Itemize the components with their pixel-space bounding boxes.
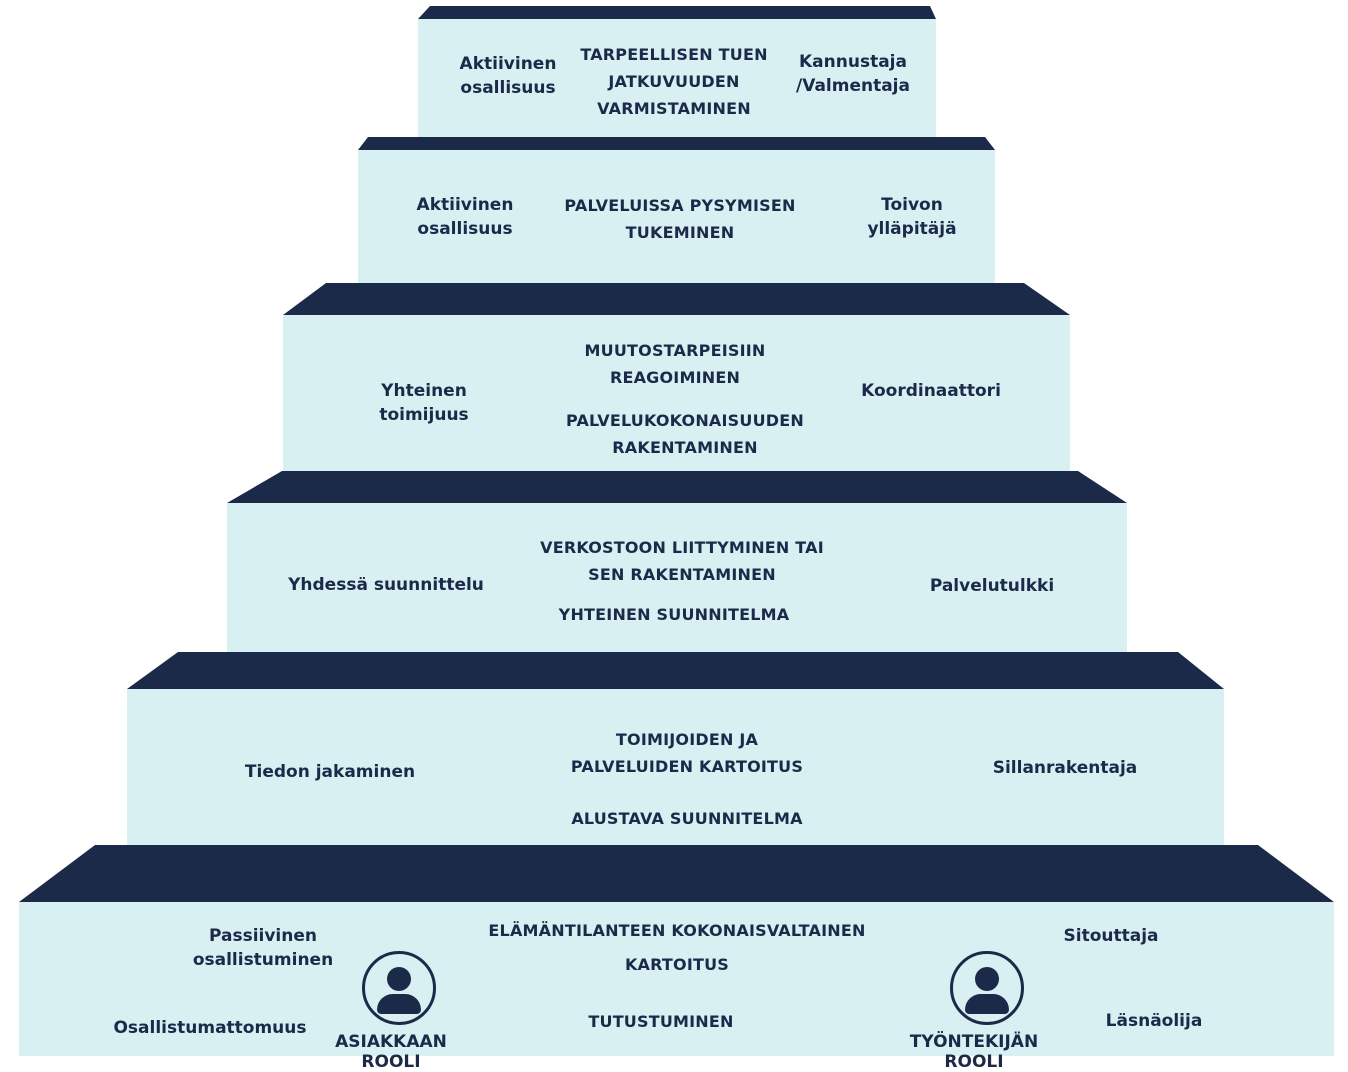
client-avatar-head [387,967,411,991]
step1-client-role: Aktiivinen osallisuus [459,54,557,98]
step-5-face [127,689,1224,845]
worker-avatar-body [965,994,1009,1014]
step-5-tread [127,652,1224,689]
step3-client-role: Yhteinen toimijuus [379,381,469,425]
client-avatar-body [377,994,421,1014]
step-3-tread [283,283,1070,315]
step2-worker-role: Toivon ylläpitäjä [867,195,957,239]
step-6-tread [19,845,1334,902]
step5-phase: TOIMIJOIDEN JA PALVELUIDEN KARTOITUS [570,730,804,776]
client-person-icon [362,951,436,1025]
step-1-tread [418,6,936,19]
worker-person-icon [950,951,1024,1025]
step-4-tread [227,471,1127,503]
step6-phase: ELÄMÄNTILANTEEN KOKONAISVALTAINEN [488,921,866,940]
step-3-face [283,315,1070,471]
step2-phase: PALVELUISSA PYSYMISEN TUKEMINEN [564,196,796,242]
step4-worker-role: Palvelutulkki [929,576,1055,596]
step6-worker-role-bottom: Läsnäolija [1105,1011,1203,1031]
step6-worker-role-top: Sitouttaja [1063,926,1159,946]
step5-client-role: Tiedon jakaminen [244,762,416,782]
step6-phase-2: TUTUSTUMINEN [588,1012,734,1031]
step-2-face [358,150,995,283]
step3-phase: MUUTOSTARPEISIIN REAGOIMINEN [584,341,766,387]
step4-phase: VERKOSTOON LIITTYMINEN TAI SEN RAKENTAMI… [540,538,824,584]
step5-phase-2: ALUSTAVA SUUNNITELMA [571,809,803,828]
step4-phase-2: YHTEINEN SUUNNITELMA [558,605,790,624]
step-1-face [418,19,936,137]
step4-client-role: Yhdessä suunnittelu [288,575,484,595]
step6-client-role-bottom: Osallistumattomuus [113,1018,307,1038]
worker-avatar-head [975,967,999,991]
step6-phase-b: KARTOITUS [624,955,730,974]
step1-phase: TARPEELLISEN TUEN JATKUVUUDEN VARMISTAMI… [580,45,768,118]
step-2-tread [358,137,995,150]
step3-worker-role: Koordinaattori [861,381,1001,401]
step-4-face [227,503,1127,652]
worker-role-label: TYÖNTEKIJÄN ROOLI [909,1032,1039,1072]
step1-worker-role: Kannustaja /Valmentaja [796,52,910,96]
step-6-face [19,902,1334,1056]
step3-phase-2: PALVELUKOKONAISUUDEN RAKENTAMINEN [566,411,804,457]
step6-client-role-top: Passiivinen osallistuminen [192,926,334,970]
step5-worker-role: Sillanrakentaja [992,758,1138,778]
client-role-label: ASIAKKAAN ROOLI [335,1032,447,1072]
step2-client-role: Aktiivinen osallisuus [416,195,514,239]
